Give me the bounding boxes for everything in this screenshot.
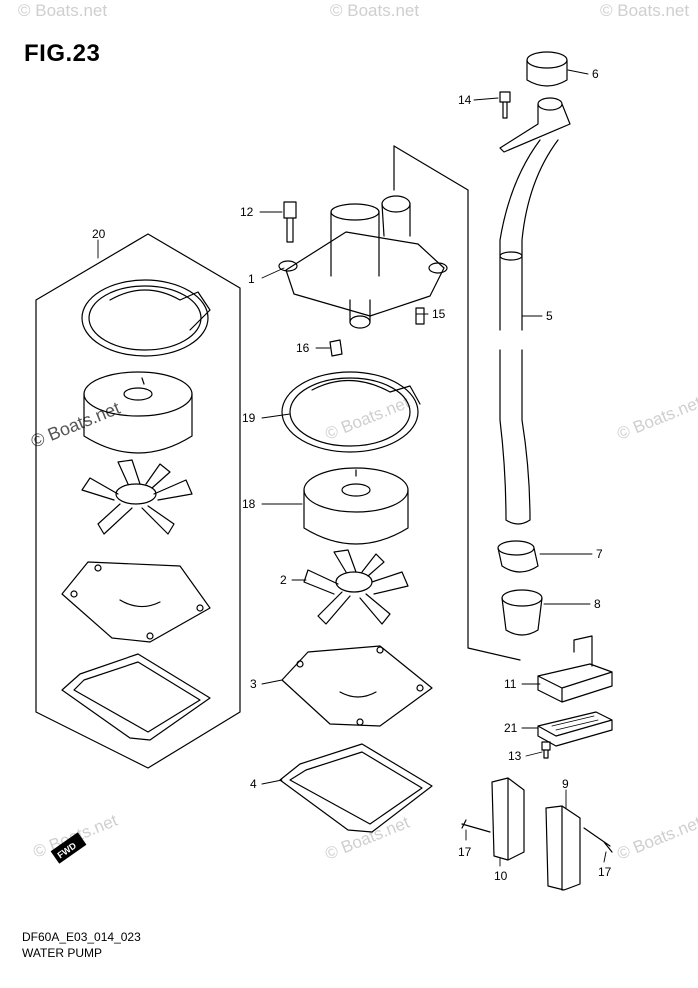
callout-1: 1 bbox=[248, 272, 255, 286]
plate-3 bbox=[281, 645, 433, 727]
callout-3: 3 bbox=[250, 677, 257, 691]
callout-19: 19 bbox=[242, 411, 256, 425]
watermark: © Boats.net bbox=[18, 1, 107, 20]
callout-5: 5 bbox=[546, 309, 553, 323]
diagram-code: DF60A_E03_014_023 bbox=[22, 930, 141, 944]
seal-8 bbox=[501, 589, 543, 636]
holder-10 bbox=[491, 777, 525, 861]
holder-9 bbox=[545, 805, 581, 891]
figure-title: FIG.23 bbox=[24, 40, 101, 67]
kit-pump-case bbox=[83, 371, 193, 454]
pin-16 bbox=[329, 339, 343, 357]
callout-8: 8 bbox=[594, 597, 601, 611]
callout-2: 2 bbox=[280, 573, 287, 587]
kit-bracket-20 bbox=[35, 233, 241, 769]
pump-group-bracket bbox=[393, 145, 521, 661]
watermark: © Boats.net bbox=[614, 393, 698, 444]
plate-11 bbox=[537, 635, 613, 703]
screen-21 bbox=[537, 711, 613, 747]
bolt-14 bbox=[499, 91, 511, 119]
callout-17: 17 bbox=[458, 845, 472, 859]
callout-6: 6 bbox=[592, 67, 599, 81]
watermark: © Boats.net bbox=[322, 393, 412, 444]
gasket-ring-19 bbox=[281, 371, 421, 453]
bolt-13 bbox=[541, 741, 551, 759]
callout-11: 11 bbox=[504, 677, 517, 691]
diagram-name: WATER PUMP bbox=[22, 946, 102, 960]
callout-16: 16 bbox=[296, 341, 310, 355]
watermark: © Boats.net bbox=[330, 1, 419, 20]
kit-gasket-ring bbox=[81, 279, 211, 357]
screw-17b bbox=[583, 827, 613, 853]
bolt-12 bbox=[283, 201, 297, 243]
callouts: 20 1 2 3 4 5 6 7 8 9 10 11 12 13 14 15 1… bbox=[92, 67, 612, 883]
callout-17: 17 bbox=[598, 865, 612, 879]
pin-15 bbox=[415, 307, 425, 325]
callout-12: 12 bbox=[240, 205, 254, 219]
watermark: © Boats.net bbox=[322, 813, 412, 864]
callout-18: 18 bbox=[242, 497, 256, 511]
callout-15: 15 bbox=[432, 307, 446, 321]
leader-lines bbox=[97, 69, 607, 867]
callout-4: 4 bbox=[250, 777, 257, 791]
callout-9: 9 bbox=[562, 777, 569, 791]
grommet-7 bbox=[497, 540, 539, 573]
screw-17a bbox=[461, 819, 491, 833]
pump-case-1 bbox=[278, 195, 448, 329]
callout-14: 14 bbox=[458, 93, 472, 107]
callout-21: 21 bbox=[504, 721, 518, 735]
watermark: © Boats.net bbox=[614, 813, 698, 864]
kit-gasket-plate bbox=[61, 653, 211, 741]
callout-7: 7 bbox=[596, 547, 603, 561]
gasket-4 bbox=[279, 743, 433, 833]
water-tube-5 bbox=[499, 97, 571, 525]
callout-20: 20 bbox=[92, 227, 106, 241]
watermark: © Boats.net bbox=[600, 1, 689, 20]
watermark: © Boats.net bbox=[28, 398, 123, 452]
kit-plate bbox=[61, 561, 211, 643]
callout-13: 13 bbox=[508, 749, 522, 763]
kit-impeller bbox=[81, 459, 193, 535]
impeller-2 bbox=[303, 549, 409, 625]
pump-liner-18 bbox=[303, 467, 409, 545]
callout-10: 10 bbox=[494, 869, 508, 883]
grommet-6 bbox=[526, 51, 568, 87]
